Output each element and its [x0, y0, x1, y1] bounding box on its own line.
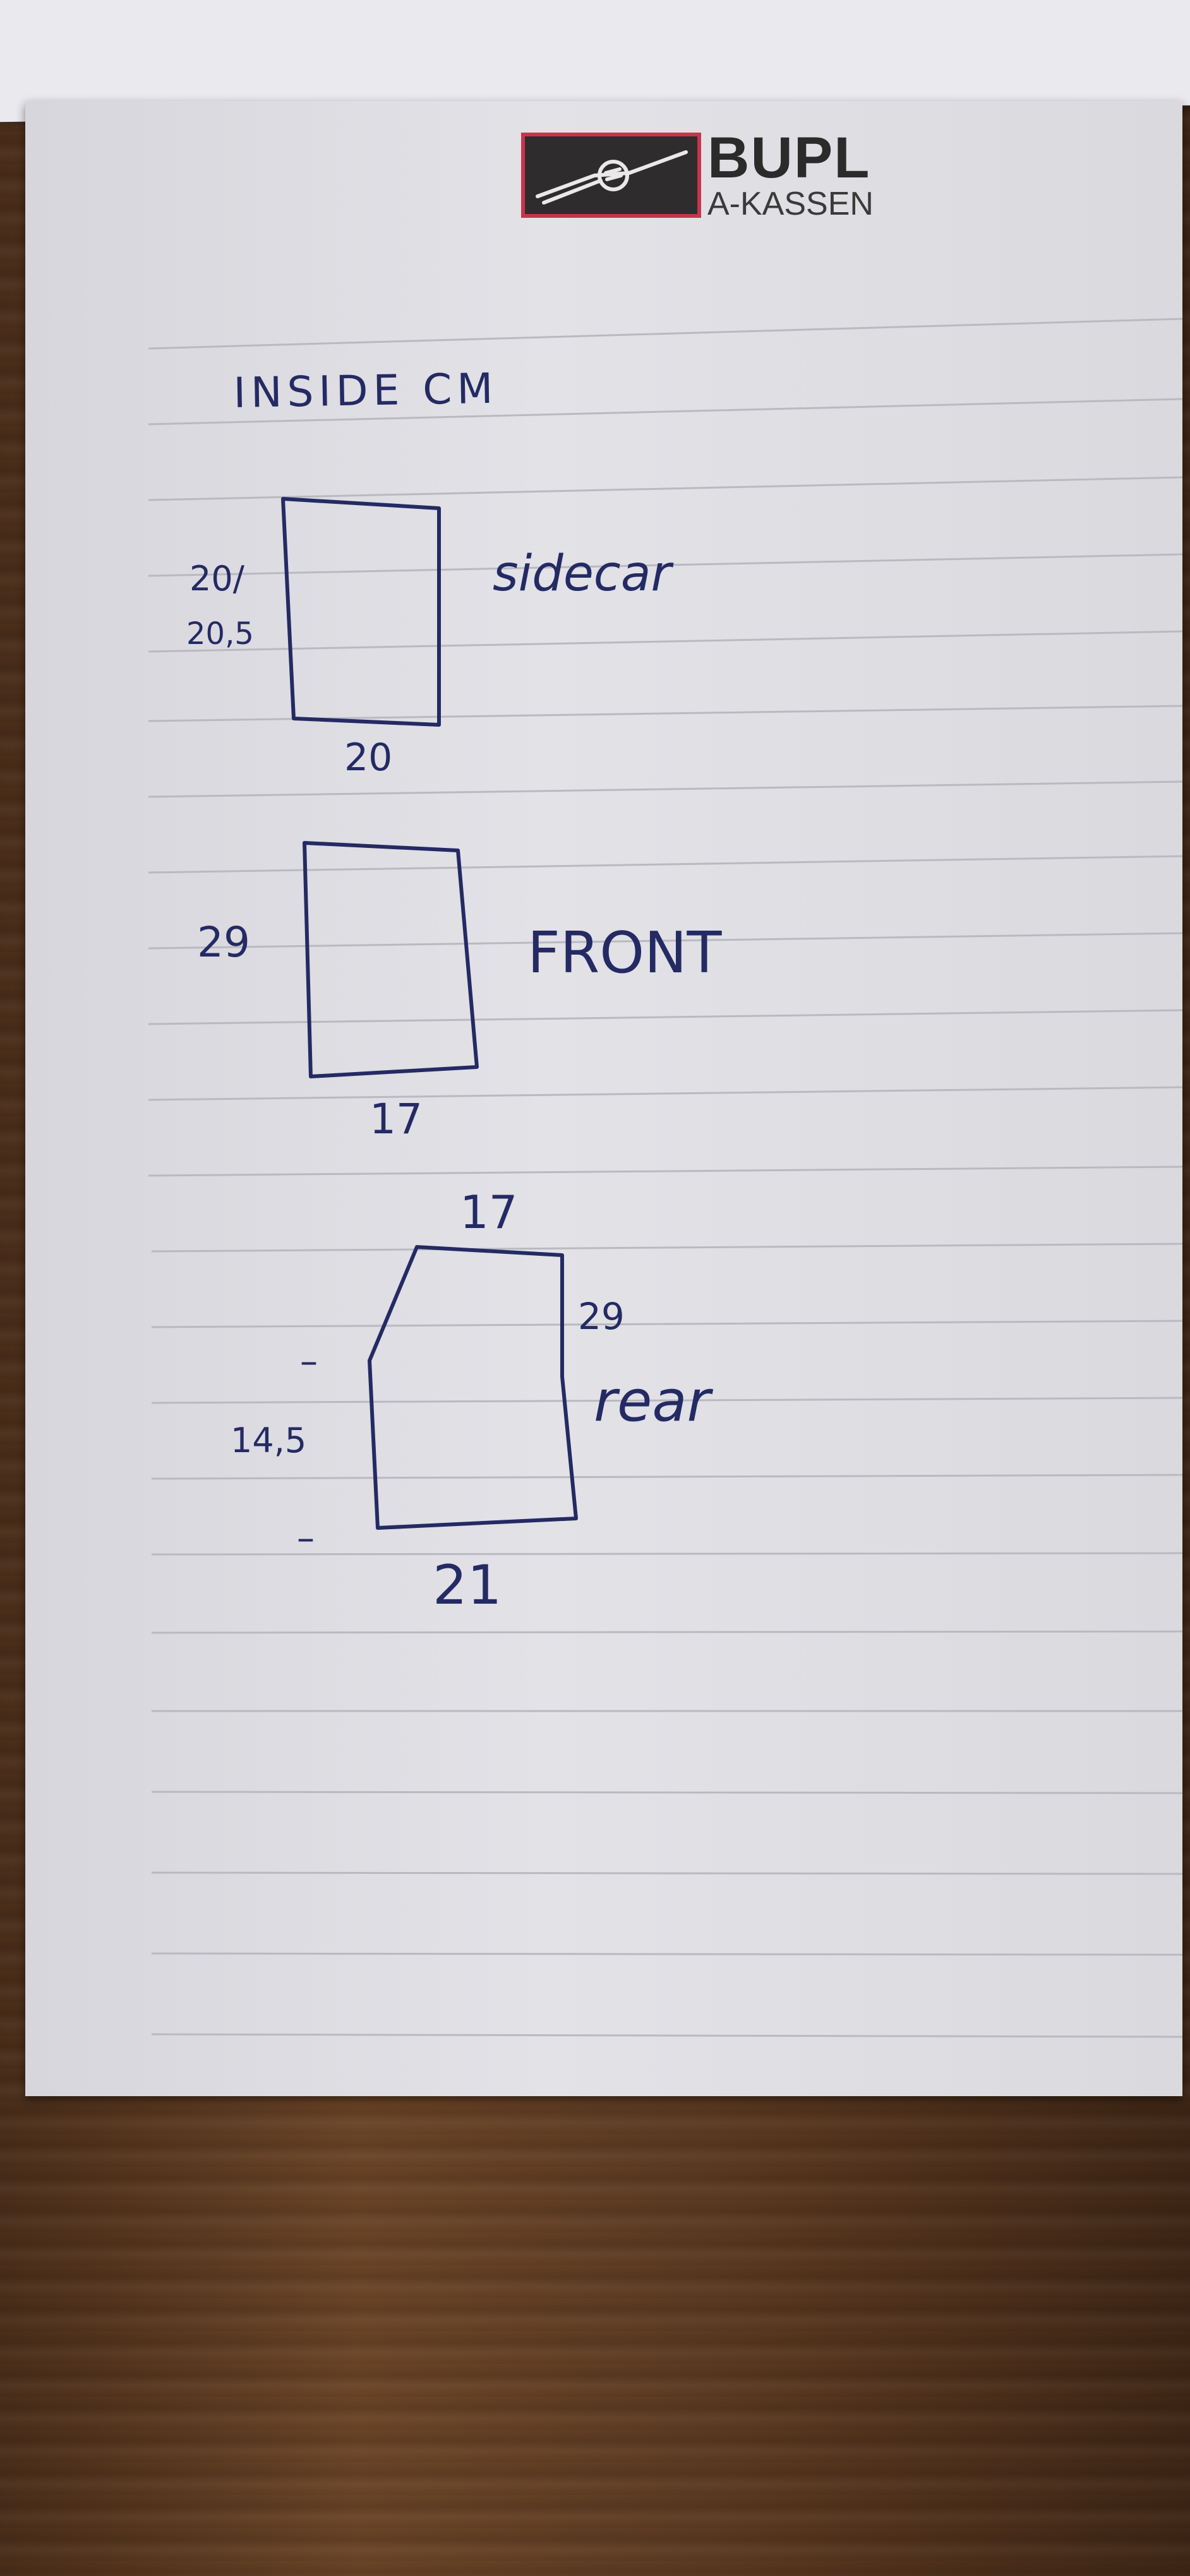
rear-tick-top: – — [300, 1341, 318, 1382]
logo-subname: A-KASSEN — [707, 186, 874, 222]
rear-tick-bottom: – — [297, 1518, 315, 1559]
sidecar-width: 20 — [344, 736, 392, 780]
sidecar-height-alt: 20,5 — [186, 616, 254, 652]
front-width: 17 — [370, 1095, 423, 1143]
sidecar-rectangle — [281, 497, 441, 727]
front-height: 29 — [197, 918, 250, 967]
rear-left-height: 14,5 — [231, 1421, 306, 1460]
rear-bottom-width: 21 — [433, 1554, 502, 1617]
rear-right-height: 29 — [578, 1295, 625, 1338]
front-rectangle — [303, 841, 479, 1078]
heading-inside-cm: INSIDE CM — [233, 364, 498, 417]
logo-name: BUPL — [707, 126, 871, 190]
rear-shape — [368, 1245, 578, 1530]
sidecar-height: 20/ — [189, 559, 245, 599]
rear-label: rear — [594, 1368, 714, 1434]
rear-top-width: 17 — [460, 1186, 518, 1239]
bupl-logo: BUPL A-KASSEN — [521, 129, 919, 221]
sidecar-label: sidecar — [493, 546, 674, 602]
logo-wordmark: BUPL A-KASSEN — [707, 129, 874, 221]
front-label: FRONT — [527, 920, 722, 986]
handshake-icon — [521, 133, 701, 218]
notepad-page — [25, 101, 1182, 2096]
